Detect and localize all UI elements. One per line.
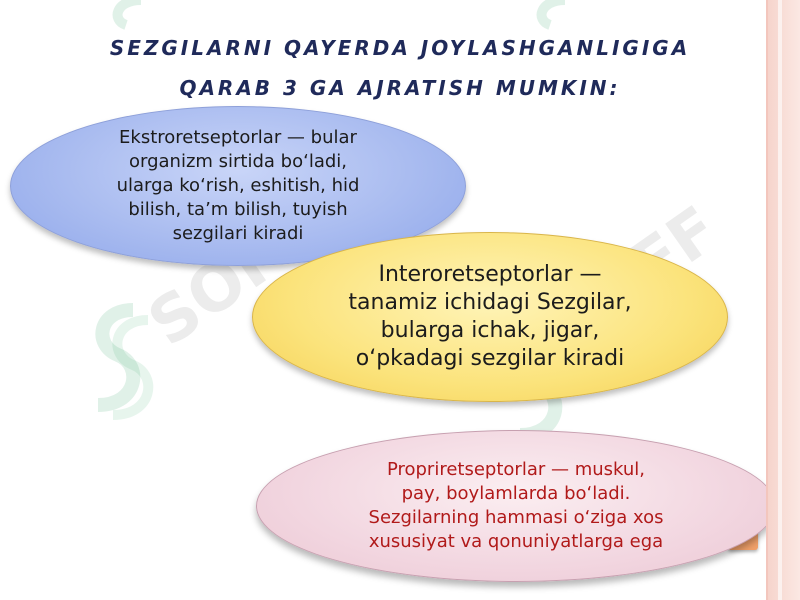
interoretseptorlar-ellipse: Interoretseptorlar — tanamiz ichidagi Se… bbox=[252, 232, 728, 402]
slide-title-line-2: qarab 3 ga ajratish mumkin: bbox=[179, 76, 621, 100]
ekstroretseptorlar-ellipse: Ekstroretseptorlar — bular organizm sirt… bbox=[10, 106, 466, 266]
ellipse-line: tanamiz ichidagi Sezgilar, bbox=[348, 290, 632, 315]
ellipse-line: bularga ichak, jigar, bbox=[380, 318, 600, 343]
ellipse-text: Propriretseptorlar — muskul, pay, boylam… bbox=[369, 458, 664, 554]
propriretseptorlar-ellipse: Propriretseptorlar — muskul, pay, boylam… bbox=[256, 430, 766, 582]
ellipse-line: sezgilari kiradi bbox=[172, 223, 304, 244]
ellipse-line: organizm sirtida bo‘ladi, bbox=[128, 151, 348, 172]
watermark-s-icon bbox=[95, 303, 154, 420]
slide-edge-band bbox=[768, 0, 800, 600]
ellipse-line: o‘pkadagi sezgilar kiradi bbox=[355, 346, 625, 371]
ellipse-line: pay, boylamlarda bo‘ladi. bbox=[401, 483, 631, 504]
ellipse-text: Interoretseptorlar — tanamiz ichidagi Se… bbox=[348, 261, 631, 373]
ellipse-text: Ekstroretseptorlar — bular organizm sirt… bbox=[117, 126, 360, 246]
ellipse-line: xususiyat va qonuniyatlarga ega bbox=[368, 531, 664, 552]
ellipse-line: Interoretseptorlar — bbox=[378, 262, 602, 287]
ellipse-line: Ekstroretseptorlar — bular bbox=[119, 127, 357, 148]
slide-title: Sezgilarni qayerda joylashganligiga qara… bbox=[60, 28, 740, 108]
ellipse-line: Propriretseptorlar — muskul, bbox=[386, 459, 646, 480]
slide-title-line-1: Sezgilarni qayerda joylashganligiga bbox=[109, 36, 691, 60]
ellipse-line: Sezgilarning hammasi o‘ziga xos bbox=[368, 507, 664, 528]
ellipse-line: ularga ko‘rish, eshitish, hid bbox=[116, 175, 360, 196]
ellipse-line: bilish, ta’m bilish, tuyish bbox=[128, 199, 348, 220]
slide: SOFF SOFF Sezgilarni qayerda joylashganl… bbox=[0, 0, 768, 600]
